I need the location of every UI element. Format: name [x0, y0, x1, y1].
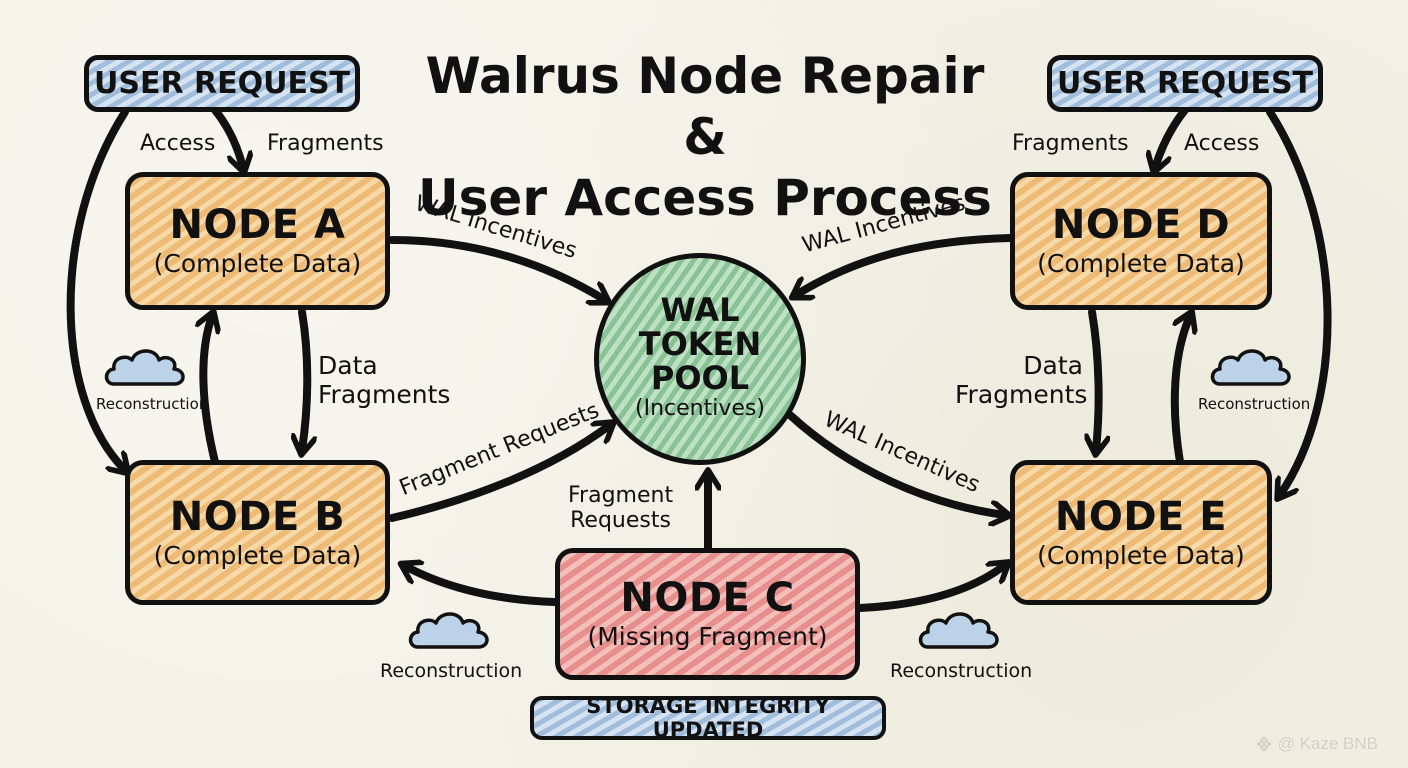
pool-line-1: WAL	[660, 291, 740, 330]
label-c-to-pool-line-2: Requests	[570, 508, 671, 534]
arrow-user-request-left-to-node-a	[211, 106, 243, 168]
arrow-node-b-to-node-a	[203, 316, 215, 466]
arrow-pool-to-node-e	[786, 411, 1005, 515]
arrow-node-c-to-node-b	[405, 566, 559, 606]
node-c[interactable]: NODE C (Missing Fragment)	[555, 548, 860, 680]
node-e-title: NODE E	[1054, 493, 1228, 540]
user-request-left[interactable]: USER REQUEST	[84, 55, 360, 112]
arrow-node-c-to-node-e	[856, 565, 1005, 612]
node-e[interactable]: NODE E (Complete Data)	[1010, 460, 1272, 605]
label-d-to-e-line-1: Data	[1023, 351, 1083, 380]
label-left-access: Access	[140, 131, 216, 156]
label-left-fragments: Fragments	[267, 131, 384, 156]
arrow-node-a-to-node-b	[302, 308, 307, 450]
pool-line-4: (Incentives)	[635, 396, 765, 422]
node-b-subtitle: (Complete Data)	[153, 540, 362, 570]
node-c-subtitle: (Missing Fragment)	[587, 622, 828, 651]
cloud-icon-right	[1210, 349, 1291, 386]
label-d-to-e: Data Fragments	[955, 351, 1088, 410]
node-e-subtitle: (Complete Data)	[1037, 540, 1245, 570]
label-a-to-b-line-2: Fragments	[318, 379, 451, 409]
pool-line-3: POOL	[650, 358, 750, 397]
label-right-access: Access	[1184, 131, 1260, 156]
binance-logo-icon	[1255, 736, 1272, 752]
reconstruction-label-right: Reconstruction	[1198, 395, 1311, 413]
arrow-node-d-to-node-e	[1092, 308, 1099, 450]
cloud-icon-bottom-right	[918, 612, 999, 649]
node-c-title: NODE C	[620, 575, 795, 621]
node-b-title: NODE B	[169, 493, 346, 540]
node-d-title: NODE D	[1051, 202, 1231, 248]
node-d[interactable]: NODE D (Complete Data)	[1010, 172, 1272, 310]
cloud-icon-bottom-left	[408, 612, 489, 649]
label-c-to-pool: Fragment Requests	[568, 483, 673, 534]
watermark: @ Kaze BNB	[1255, 734, 1378, 754]
node-a-subtitle: (Complete Data)	[153, 249, 362, 278]
arrow-node-e-to-node-d	[1170, 316, 1190, 466]
watermark-text: @ Kaze BNB	[1277, 734, 1378, 753]
arrow-user-request-left-to-node-b	[66, 108, 125, 470]
user-request-right[interactable]: USER REQUEST	[1047, 55, 1323, 112]
title-line-2: User Access Process	[418, 169, 992, 227]
node-d-subtitle: (Complete Data)	[1037, 249, 1245, 278]
label-a-to-b: Data Fragments	[318, 351, 451, 410]
arrow-user-request-right-to-node-e	[1266, 108, 1332, 495]
node-a[interactable]: NODE A (Complete Data)	[125, 172, 390, 310]
arrow-node-b-to-pool	[388, 425, 610, 522]
storage-integrity-label: STORAGE INTEGRITY UPDATED	[586, 694, 830, 742]
reconstruction-label-bottom-left: Reconstruction	[380, 660, 523, 682]
arrow-node-a-to-pool	[388, 236, 605, 300]
arrow-node-d-to-pool	[796, 234, 1014, 295]
label-c-to-pool-line-1: Fragment	[568, 483, 674, 508]
wal-token-pool[interactable]: WAL TOKEN POOL (Incentives)	[594, 253, 806, 465]
reconstruction-label-bottom-right: Reconstruction	[890, 660, 1033, 682]
node-a-title: NODE A	[169, 202, 346, 248]
reconstruction-label-left: Reconstruction	[96, 395, 209, 413]
cloud-icon-left	[104, 349, 185, 386]
user-request-right-label: USER REQUEST	[1056, 66, 1314, 101]
label-d-to-e-line-2: Fragments	[955, 379, 1088, 409]
arrow-user-request-right-to-node-d	[1155, 106, 1189, 168]
label-right-fragments: Fragments	[1012, 131, 1129, 156]
node-b[interactable]: NODE B (Complete Data)	[125, 460, 390, 605]
label-a-to-b-line-1: Data	[318, 351, 378, 380]
user-request-left-label: USER REQUEST	[93, 66, 351, 101]
storage-integrity-banner: STORAGE INTEGRITY UPDATED	[530, 694, 886, 742]
title-line-1: Walrus Node Repair &	[425, 47, 985, 166]
diagram-title: Walrus Node Repair & User Access Process	[400, 46, 1010, 229]
pool-line-2: TOKEN	[638, 324, 762, 363]
